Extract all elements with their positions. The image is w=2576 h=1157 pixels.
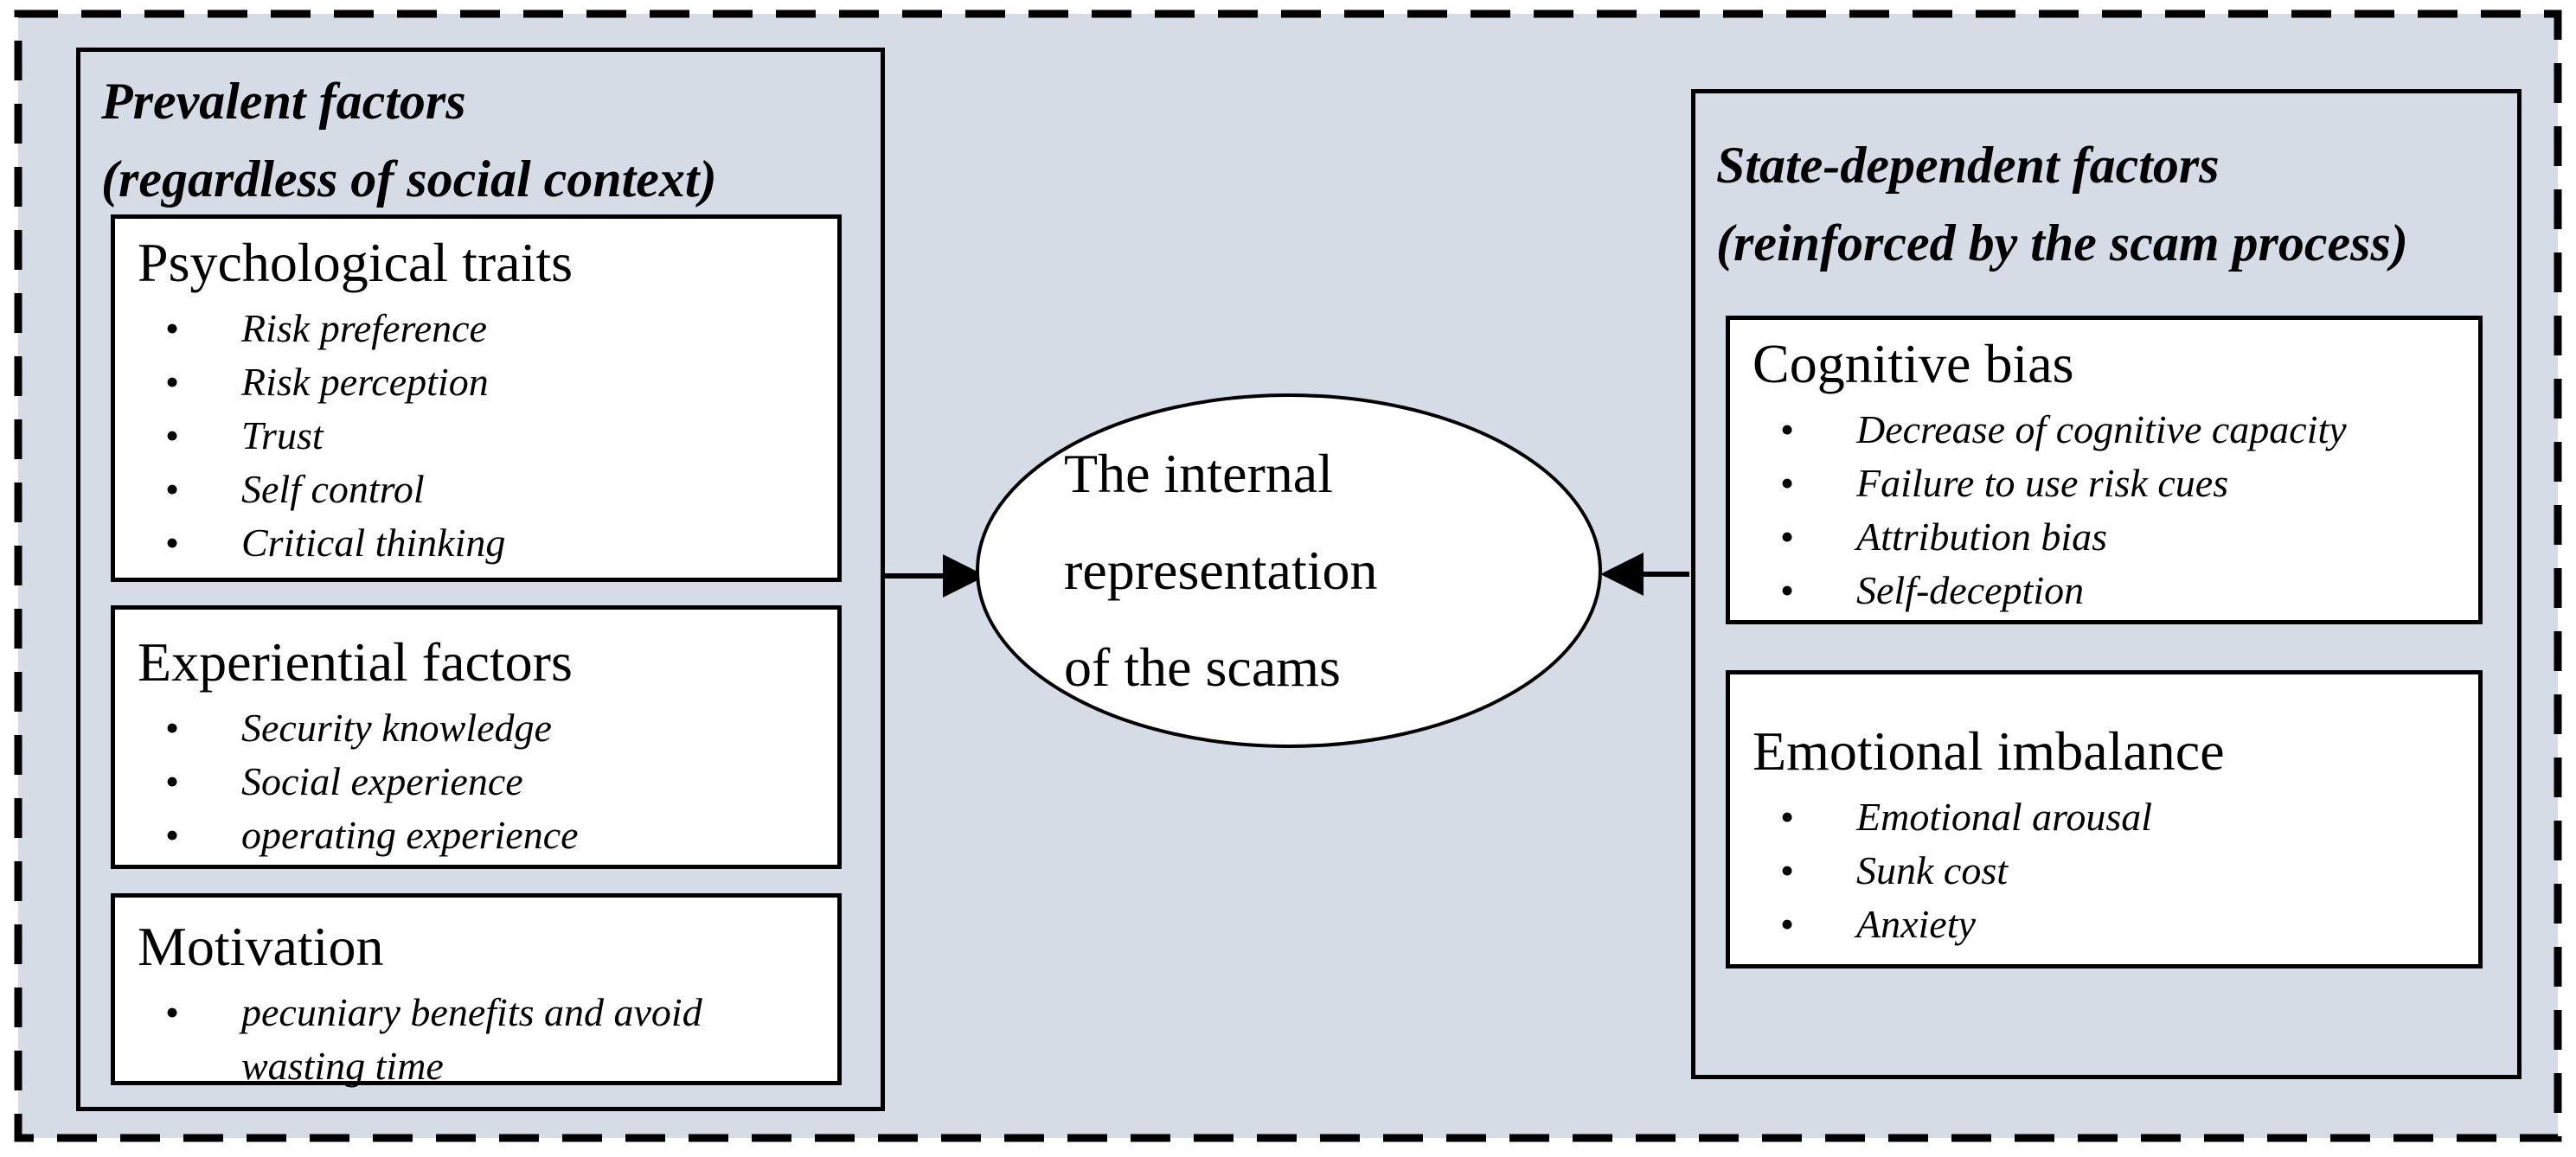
right-panel: State-dependent factors (reinforced by t… xyxy=(1691,89,2522,1079)
left-panel-title-line2: (regardless of social context) xyxy=(101,150,717,208)
bullet-item: Risk perception xyxy=(138,355,822,409)
bullet-item: Trust xyxy=(138,409,822,463)
ellipse-label-line2: representation xyxy=(1064,540,1378,601)
bullet-item: Anxiety xyxy=(1753,898,2463,951)
factor-box-psychological-traits: Psychological traits Risk preference Ris… xyxy=(111,214,842,582)
right-panel-title-line2: (reinforced by the scam process) xyxy=(1716,214,2408,272)
bullet-item: Failure to use risk cues xyxy=(1753,457,2463,510)
ellipse-label-line1: The internal xyxy=(1064,443,1333,504)
ellipse-label: The internal representation of the scams xyxy=(1064,425,1561,716)
right-arrow-head-icon xyxy=(1600,553,1644,596)
bullet-item: Emotional arousal xyxy=(1753,790,2463,844)
bullet-list: Risk preference Risk perception Trust Se… xyxy=(138,302,822,570)
center-ellipse-shape xyxy=(976,393,1602,748)
factor-box-motivation: Motivation pecuniary benefits and avoid … xyxy=(111,893,842,1088)
bullet-item: Social experience xyxy=(138,755,822,809)
bullet-list: pecuniary benefits and avoid wasting tim… xyxy=(138,986,822,1093)
bullet-list: Security knowledge Social experience ope… xyxy=(138,701,822,862)
bullet-item: Self-deception xyxy=(1753,564,2463,617)
box-heading: Experiential factors xyxy=(138,631,573,693)
box-heading: Emotional imbalance xyxy=(1753,720,2225,782)
ellipse-label-line3: of the scams xyxy=(1064,636,1341,698)
right-panel-title-line1: State-dependent factors xyxy=(1716,137,2220,194)
left-panel-title-line1: Prevalent factors xyxy=(101,73,466,130)
bullet-item: Decrease of cognitive capacity xyxy=(1753,403,2463,457)
bullet-item: Sunk cost xyxy=(1753,844,2463,898)
factor-box-experiential-factors: Experiential factors Security knowledge … xyxy=(111,605,842,869)
left-arrow-head-icon xyxy=(943,554,986,598)
bullet-item: Security knowledge xyxy=(138,701,822,755)
bullet-item: Critical thinking xyxy=(138,516,822,570)
left-panel: Prevalent factors (regardless of social … xyxy=(76,48,885,1111)
bullet-item: Self control xyxy=(138,463,822,516)
bullet-item: operating experience xyxy=(138,809,822,862)
bullet-item: Risk preference xyxy=(138,302,822,355)
factor-box-cognitive-bias: Cognitive bias Decrease of cognitive cap… xyxy=(1726,316,2483,624)
bullet-list: Emotional arousal Sunk cost Anxiety xyxy=(1753,790,2463,951)
bullet-item: pecuniary benefits and avoid wasting tim… xyxy=(138,986,822,1093)
factor-box-emotional-imbalance: Emotional imbalance Emotional arousal Su… xyxy=(1726,670,2483,968)
box-heading: Psychological traits xyxy=(138,232,574,293)
bullet-list: Decrease of cognitive capacity Failure t… xyxy=(1753,403,2463,617)
box-heading: Motivation xyxy=(138,916,384,977)
box-heading: Cognitive bias xyxy=(1753,333,2074,394)
bullet-item: Attribution bias xyxy=(1753,510,2463,564)
